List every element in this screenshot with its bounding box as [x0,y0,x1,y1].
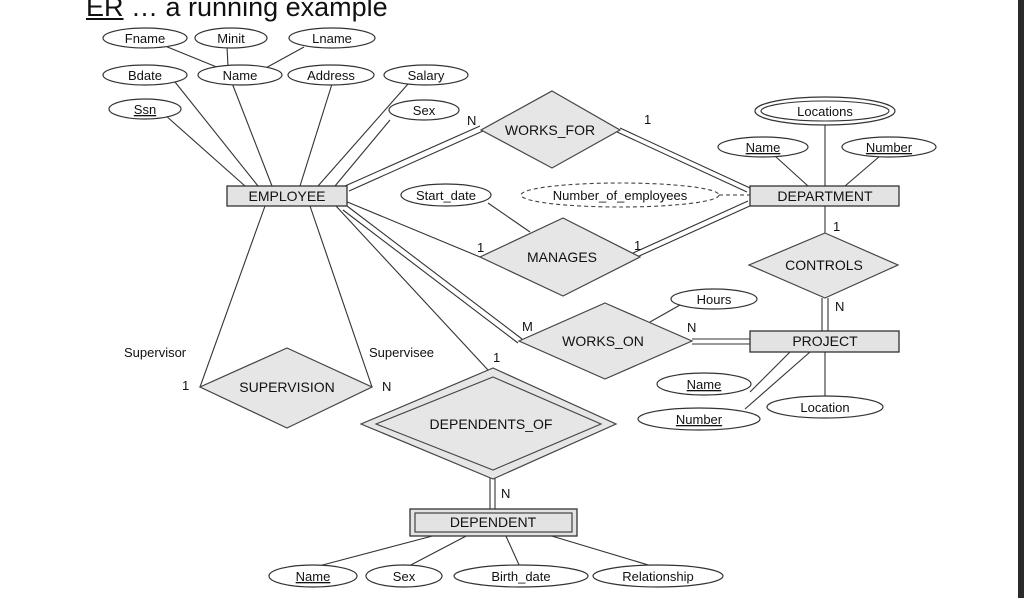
attribute-dependent-sex[interactable]: Sex [365,564,443,588]
weak-entity-dependent[interactable]: DEPENDENT [409,508,578,537]
attribute-sex-label: Sex [413,103,436,118]
key-attribute-department-number-label: Number [866,140,913,155]
cardinality-works-on-employee: M [522,319,533,334]
title-er: ER [86,0,124,22]
attribute-bdate[interactable]: Bdate [102,64,188,86]
attribute-hours[interactable]: Hours [670,288,758,310]
key-attribute-ssn-label: Ssn [134,102,156,117]
key-attribute-project-number[interactable]: Number [637,407,761,431]
window-edge [1018,0,1024,598]
attribute-project-location-label: Location [800,400,849,415]
relationship-works-for[interactable]: WORKS_FOR [479,90,622,169]
relationship-works-on[interactable]: WORKS_ON [517,302,694,380]
entity-employee-label: EMPLOYEE [248,188,325,204]
identifying-relationship-dependents-of[interactable]: DEPENDENTS_OF [359,367,618,480]
key-attribute-department-name-label: Name [746,140,781,155]
attribute-sex[interactable]: Sex [388,99,460,121]
cardinality-works-for-employee: N [467,113,476,128]
attribute-bdate-label: Bdate [128,68,162,83]
relationship-dependents-of-label: DEPENDENTS_OF [430,416,553,432]
attribute-address-label: Address [307,68,355,83]
attribute-dependent-sex-label: Sex [393,569,416,584]
role-supervisee: Supervisee [369,345,434,360]
entity-project-label: PROJECT [792,333,858,349]
attribute-start-date-label: Start_date [416,188,476,203]
key-attribute-project-name[interactable]: Name [656,372,752,396]
title-rest: … a running example [123,0,388,22]
attribute-address[interactable]: Address [287,64,375,86]
attribute-lname-label: Lname [312,31,352,46]
entity-department[interactable]: DEPARTMENT [749,185,900,207]
relationship-manages-label: MANAGES [527,249,597,265]
key-attribute-department-number[interactable]: Number [841,136,937,158]
entity-department-label: DEPARTMENT [777,188,873,204]
attribute-salary[interactable]: Salary [383,64,469,86]
relationship-works-for-label: WORKS_FOR [505,122,595,138]
attribute-relationship-label: Relationship [622,569,694,584]
key-attribute-project-number-label: Number [676,412,723,427]
derived-attribute-number-of-employees-label: Number_of_employees [553,188,688,203]
entity-employee[interactable]: EMPLOYEE [226,185,348,207]
multivalued-attribute-locations-label: Locations [797,104,853,119]
partial-key-attribute-dependent-name[interactable]: Name [268,564,358,588]
attribute-minit[interactable]: Minit [194,27,268,49]
cardinality-controls-department: 1 [833,219,840,234]
attribute-employee-name[interactable]: Name [197,64,283,86]
cardinality-manages-department: 1 [634,238,641,253]
slide-title: ER … a running example [86,0,388,23]
cardinality-works-for-department: 1 [644,112,651,127]
attribute-birth-date-label: Birth_date [491,569,550,584]
multivalued-attribute-locations[interactable]: Locations [754,96,896,126]
relationship-works-on-label: WORKS_ON [562,333,644,349]
relationship-controls[interactable]: CONTROLS [747,232,900,299]
cardinality-manages-employee: 1 [477,240,484,255]
attribute-employee-name-label: Name [223,68,258,83]
cardinality-supervision-supervisor: 1 [182,378,189,393]
derived-attribute-number-of-employees[interactable]: Number_of_employees [520,182,720,208]
cardinality-dependents-of-dependent: N [501,486,510,501]
attribute-fname-label: Fname [125,31,165,46]
relationship-supervision-label: SUPERVISION [239,379,334,395]
role-supervisor: Supervisor [124,345,187,360]
cardinality-supervision-supervisee: N [382,379,391,394]
attribute-start-date[interactable]: Start_date [400,183,492,207]
attribute-hours-label: Hours [697,292,732,307]
relationship-controls-label: CONTROLS [785,257,863,273]
entity-project[interactable]: PROJECT [749,330,900,353]
cardinality-works-on-project: N [687,320,696,335]
key-attribute-department-name[interactable]: Name [717,136,809,158]
attribute-lname[interactable]: Lname [288,27,376,49]
attribute-project-location[interactable]: Location [766,395,884,419]
relationship-manages[interactable]: MANAGES [478,217,642,297]
key-attribute-project-name-label: Name [687,377,722,392]
attribute-fname[interactable]: Fname [102,27,188,49]
attribute-salary-label: Salary [408,68,445,83]
partial-key-attribute-dependent-name-label: Name [296,569,331,584]
attribute-relationship[interactable]: Relationship [592,564,724,588]
attribute-minit-label: Minit [217,31,245,46]
entity-dependent-label: DEPENDENT [450,514,537,530]
relationship-supervision[interactable]: SUPERVISION [198,347,374,429]
key-attribute-ssn[interactable]: Ssn [108,98,182,120]
attribute-birth-date[interactable]: Birth_date [453,564,589,588]
cardinality-controls-project: N [835,299,844,314]
cardinality-dependents-of-employee: 1 [493,350,500,365]
connector-lines [164,45,881,568]
